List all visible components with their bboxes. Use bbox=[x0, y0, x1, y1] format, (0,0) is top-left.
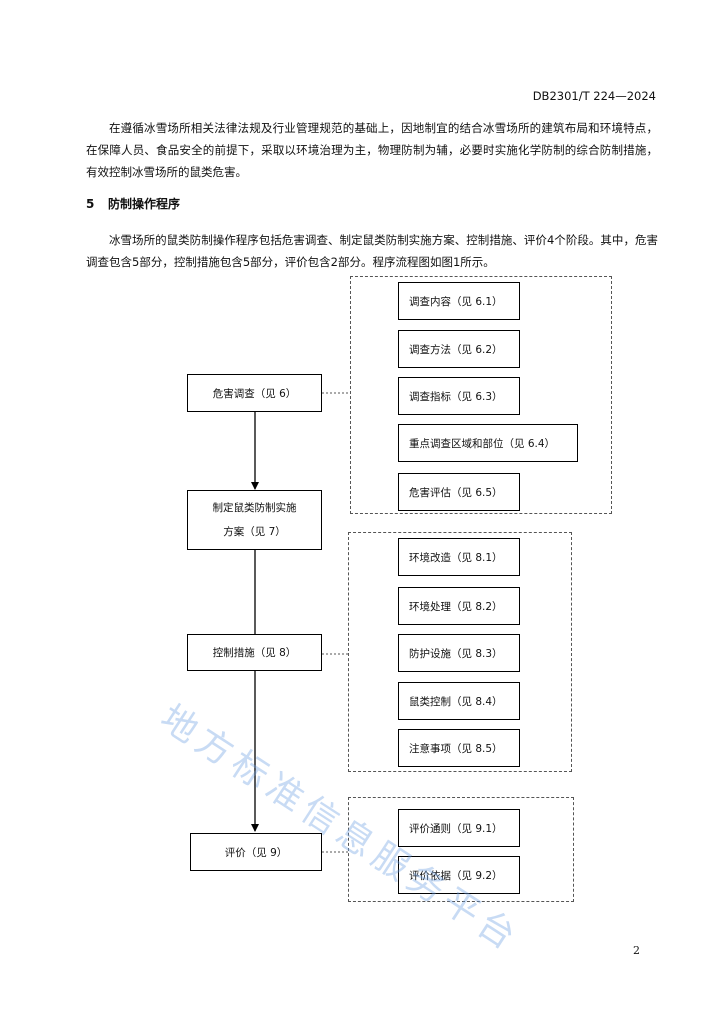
control-item-label: 鼠类控制（见 8.4） bbox=[409, 695, 503, 708]
survey-item: 危害评估（见 6.5） bbox=[398, 473, 520, 511]
survey-item-label: 重点调查区域和部位（见 6.4） bbox=[409, 437, 556, 450]
evaluation-item-label: 评价通则（见 9.1） bbox=[409, 822, 503, 835]
section-title: 防制操作程序 bbox=[108, 197, 181, 211]
evaluation-group bbox=[348, 797, 574, 902]
plan-label-line2: 方案（见 7） bbox=[223, 526, 286, 538]
document-code: DB2301/T 224—2024 bbox=[532, 89, 656, 103]
evaluation-label: 评价（见 9） bbox=[224, 846, 288, 859]
survey-item: 调查方法（见 6.2） bbox=[398, 330, 520, 368]
survey-item-label: 调查指标（见 6.3） bbox=[409, 390, 503, 403]
control-item-label: 防护设施（见 8.3） bbox=[409, 647, 503, 660]
survey-box: 危害调查（见 6） bbox=[187, 374, 322, 412]
survey-item: 调查内容（见 6.1） bbox=[398, 282, 520, 320]
plan-box: 制定鼠类防制实施 方案（见 7） bbox=[187, 490, 322, 550]
control-item: 环境改造（见 8.1） bbox=[398, 538, 520, 576]
control-item: 防护设施（见 8.3） bbox=[398, 634, 520, 672]
section-number: 5 bbox=[86, 197, 95, 211]
survey-item-label: 调查内容（见 6.1） bbox=[409, 295, 503, 308]
survey-item-label: 危害评估（见 6.5） bbox=[409, 486, 503, 499]
control-item: 鼠类控制（见 8.4） bbox=[398, 682, 520, 720]
control-item-label: 注意事项（见 8.5） bbox=[409, 742, 503, 755]
survey-item: 重点调查区域和部位（见 6.4） bbox=[398, 424, 578, 462]
control-group bbox=[348, 532, 572, 772]
survey-group bbox=[350, 276, 612, 514]
control-item-label: 环境处理（见 8.2） bbox=[409, 600, 503, 613]
page-number: 2 bbox=[633, 944, 640, 957]
control-item-label: 环境改造（见 8.1） bbox=[409, 551, 503, 564]
survey-item-label: 调查方法（见 6.2） bbox=[409, 343, 503, 356]
evaluation-box: 评价（见 9） bbox=[190, 833, 322, 871]
evaluation-item-label: 评价依据（见 9.2） bbox=[409, 869, 503, 882]
control-label: 控制措施（见 8） bbox=[212, 647, 297, 659]
survey-label: 危害调查（见 6） bbox=[212, 387, 297, 400]
section-paragraph: 冰雪场所的鼠类防制操作程序包括危害调查、制定鼠类防制实施方案、控制措施、评价4个… bbox=[86, 233, 658, 269]
evaluation-item: 评价通则（见 9.1） bbox=[398, 809, 520, 847]
survey-item: 调查指标（见 6.3） bbox=[398, 377, 520, 415]
control-item: 注意事项（见 8.5） bbox=[398, 729, 520, 767]
control-item: 环境处理（见 8.2） bbox=[398, 587, 520, 625]
control-box: 控制措施（见 8） bbox=[187, 634, 322, 671]
plan-label-line1: 制定鼠类防制实施 bbox=[212, 502, 297, 514]
section-heading: 5 防制操作程序 bbox=[86, 195, 180, 212]
evaluation-item: 评价依据（见 9.2） bbox=[398, 856, 520, 894]
intro-paragraph: 在遵循冰雪场所相关法律法规及行业管理规范的基础上，因地制宜的结合冰雪场所的建筑布… bbox=[86, 121, 658, 179]
